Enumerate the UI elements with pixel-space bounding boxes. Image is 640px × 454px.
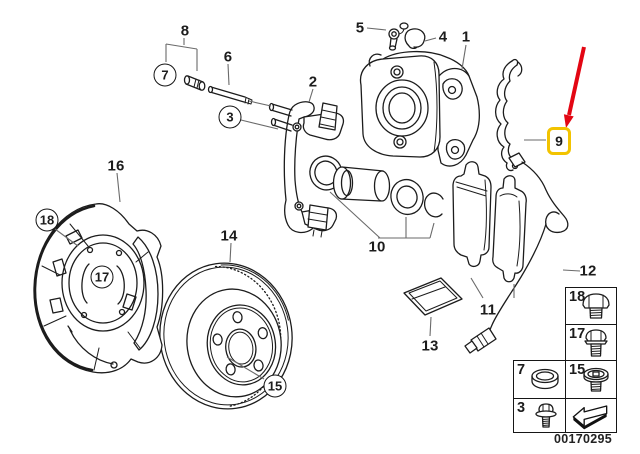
legend-label-3: 3 <box>517 400 526 416</box>
highlight-arrow <box>563 47 584 128</box>
flange-bolt-icon <box>582 293 610 319</box>
piston-kit-drawing <box>306 152 443 218</box>
legend-cell-15[interactable]: 15 <box>565 360 617 399</box>
callout-2[interactable]: 2 <box>308 73 318 91</box>
grease-packet-drawing <box>404 278 462 315</box>
callout-1[interactable]: 1 <box>461 28 471 46</box>
legend-cell-7[interactable]: 7 <box>513 360 566 399</box>
guide-pin-drawing <box>209 87 253 105</box>
legend-label-17: 17 <box>569 326 586 342</box>
callout-13[interactable]: 13 <box>421 337 439 355</box>
callout-9-highlighted[interactable]: 9 <box>547 127 571 155</box>
legend-label-15: 15 <box>569 362 586 378</box>
callout-7[interactable]: 7 <box>153 63 177 87</box>
direction-arrow-icon <box>572 404 608 429</box>
cap-plug-icon <box>531 368 559 389</box>
hex-bolt-icon <box>584 328 608 357</box>
callout-17[interactable]: 17 <box>90 265 114 289</box>
legend-cell-3[interactable]: 3 <box>513 398 566 433</box>
caliper-carrier-drawing <box>270 102 344 237</box>
leader-lines <box>55 28 580 379</box>
guide-sleeve-drawing <box>185 76 205 90</box>
wear-sensor-drawing <box>465 153 568 353</box>
legend-cell-18[interactable]: 18 <box>565 287 617 325</box>
legend-cell-17[interactable]: 17 <box>565 324 617 361</box>
callout-12[interactable]: 12 <box>579 262 597 280</box>
retaining-clip-drawing <box>405 29 425 49</box>
hex-flange-bolt-icon <box>535 402 557 428</box>
legend-label-18: 18 <box>569 289 586 305</box>
brake-pads-drawing <box>453 162 526 282</box>
callout-16[interactable]: 16 <box>107 157 125 175</box>
diagram-part-number: 00170295 <box>553 432 612 446</box>
callout-10[interactable]: 10 <box>368 238 386 256</box>
callout-11[interactable]: 11 <box>479 301 497 319</box>
brake-caliper-drawing <box>361 52 480 166</box>
callout-4[interactable]: 4 <box>438 28 448 46</box>
callout-3[interactable]: 3 <box>218 105 242 129</box>
callout-18[interactable]: 18 <box>35 208 59 232</box>
dust-shield-drawing <box>34 204 163 373</box>
callout-15[interactable]: 15 <box>263 374 287 398</box>
brake-disc-drawing <box>150 255 301 418</box>
bleeder-screw-drawing <box>389 23 408 50</box>
callout-5[interactable]: 5 <box>355 19 365 37</box>
callout-6[interactable]: 6 <box>223 48 233 66</box>
socket-head-screw-icon <box>583 367 609 392</box>
callout-8[interactable]: 8 <box>180 22 190 40</box>
legend-label-7: 7 <box>517 362 526 378</box>
callout-14[interactable]: 14 <box>220 227 238 245</box>
legend-cell-arrow[interactable] <box>565 398 617 433</box>
